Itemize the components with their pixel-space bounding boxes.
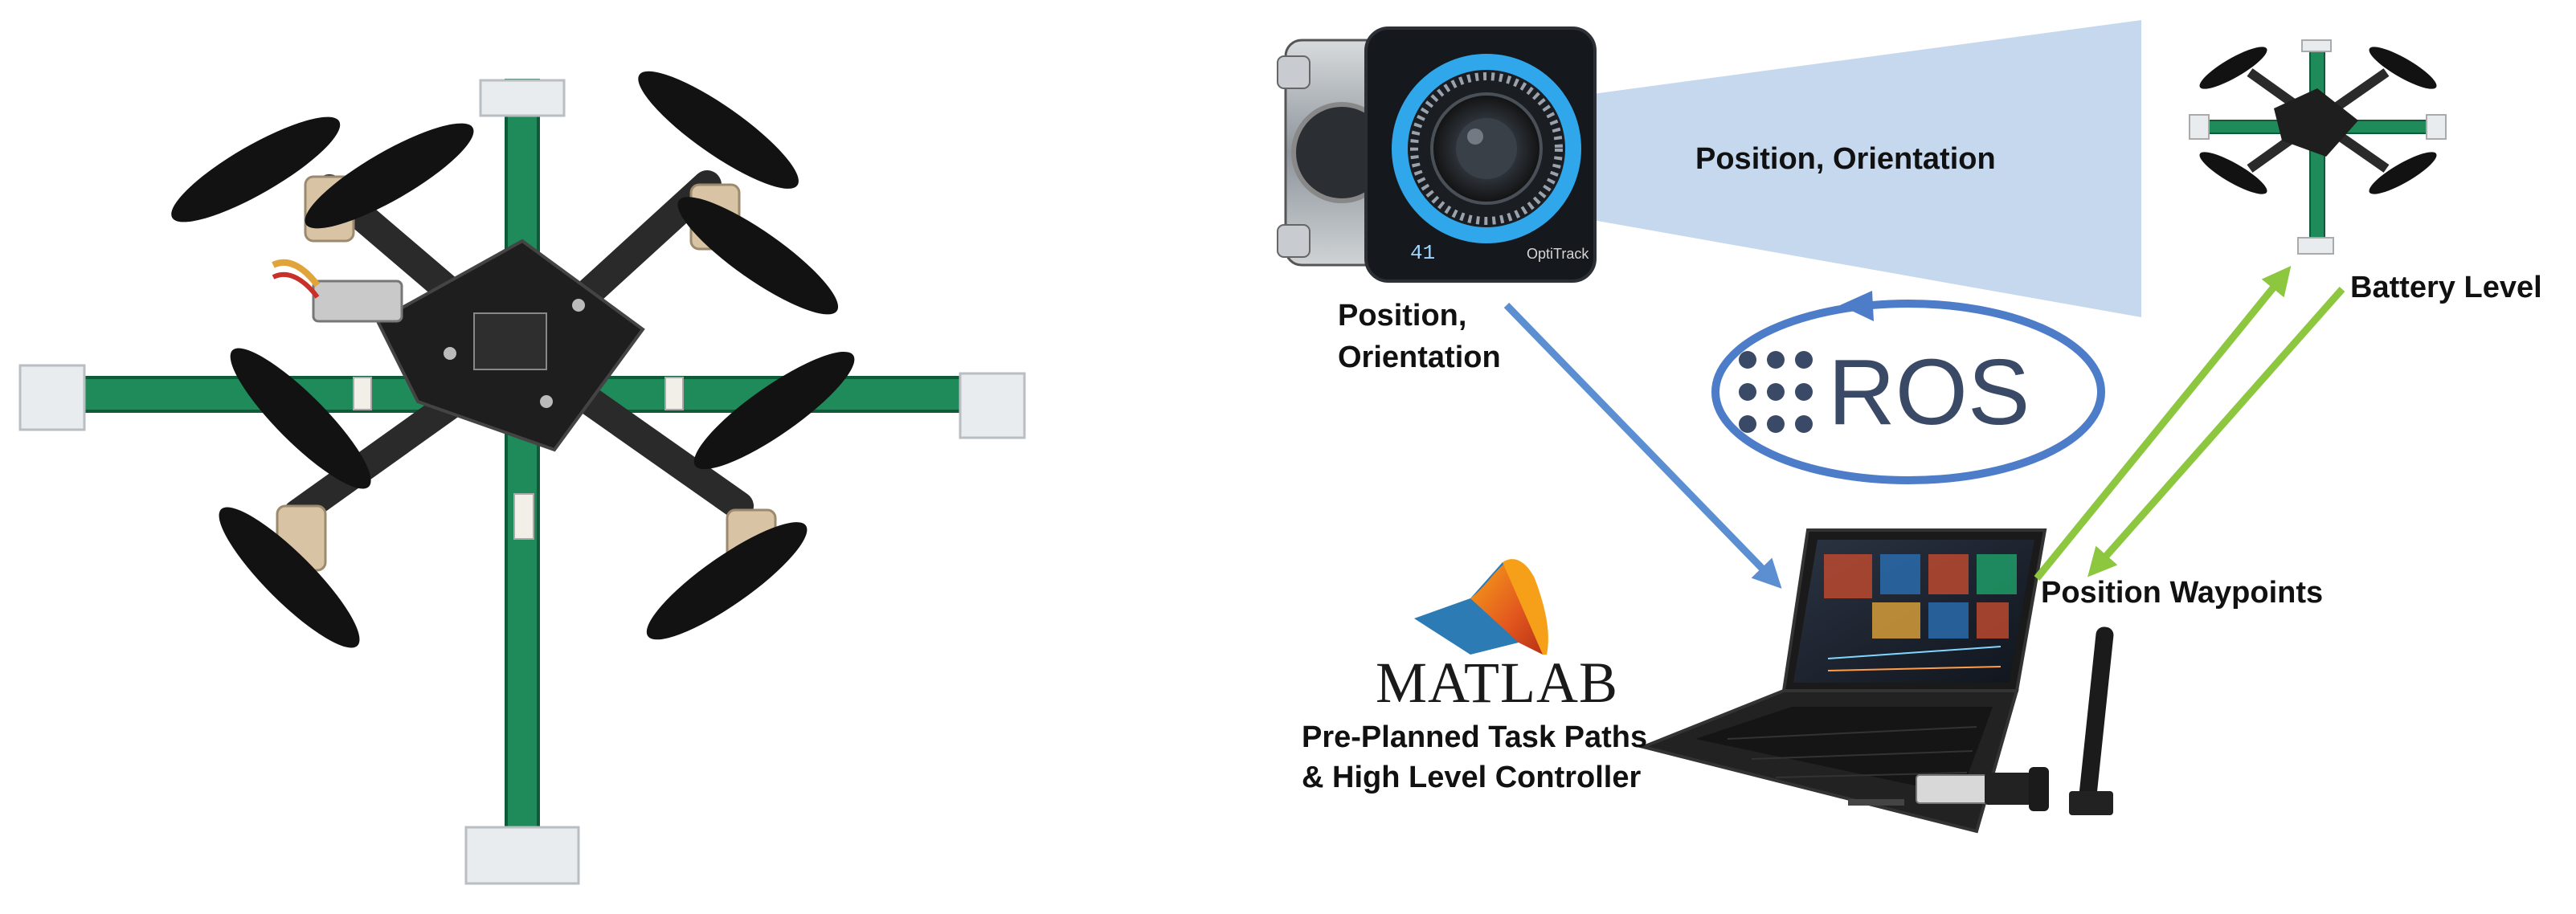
matlab-desc-line1: Pre-Planned Task Paths <box>1302 720 1648 754</box>
small-quadcopter-icon <box>2189 39 2447 255</box>
ros-cycle-arrowhead <box>1840 291 1874 321</box>
optitrack-camera-icon: 41 OptiTrack <box>1277 27 1597 283</box>
usb-radio-dongle-icon <box>1916 626 2114 815</box>
camera-to-laptop-arrow <box>1503 302 1782 589</box>
ros-text: ROS <box>1828 340 2030 444</box>
camera-output-label-line1: Position, <box>1338 299 1467 333</box>
battery-level-label: Battery Level <box>2350 271 2542 304</box>
matlab-wordmark: MATLAB <box>1376 651 1619 715</box>
camera-display: 41 <box>1410 241 1435 265</box>
ros-logo-icon: ROS <box>1711 300 2105 484</box>
quadcopter-photo <box>18 71 1026 885</box>
beam-label: Position, Orientation <box>1695 142 1996 176</box>
battery-level-arrow <box>2034 266 2292 581</box>
camera-output-label-line2: Orientation <box>1338 341 1501 374</box>
camera-beam <box>1575 20 2141 317</box>
camera-brand: OptiTrack <box>1527 246 1589 262</box>
waypoints-arrow <box>2087 287 2345 577</box>
laptop-icon <box>1638 528 2047 834</box>
matlab-logo-icon <box>1414 559 1548 655</box>
waypoints-label: Position Waypoints <box>2041 576 2324 610</box>
matlab-desc-line2: & High Level Controller <box>1302 761 1642 794</box>
